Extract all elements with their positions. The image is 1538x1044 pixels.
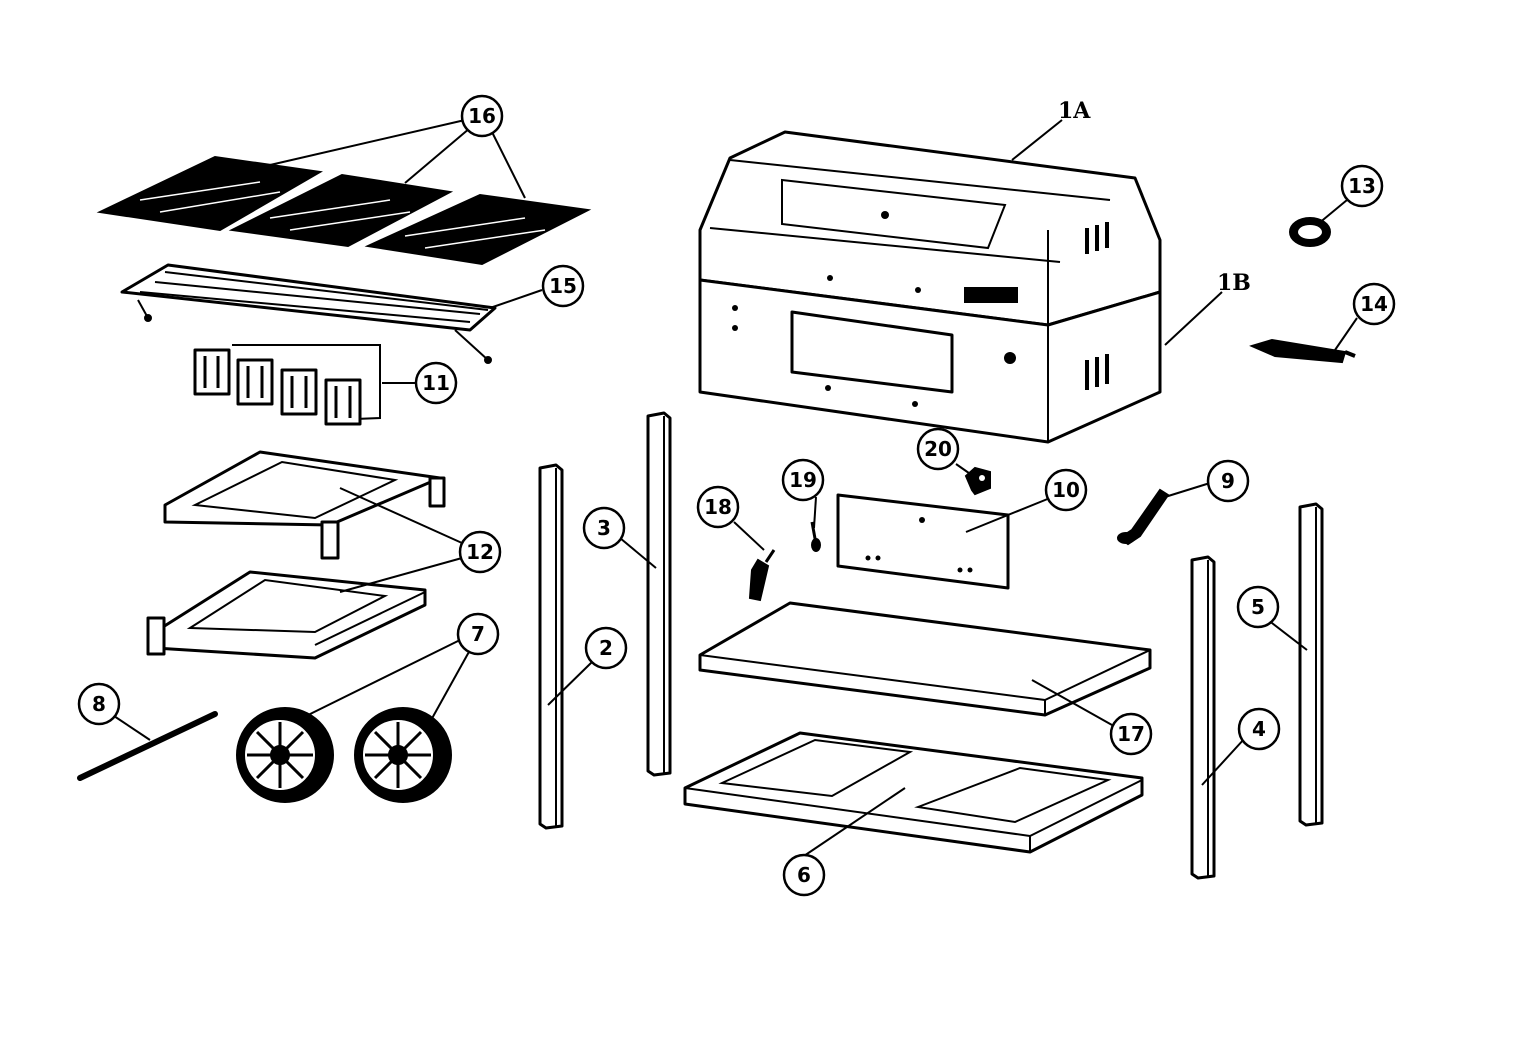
callout-10-text: 10 — [1052, 478, 1080, 502]
callout-17-text: 17 — [1117, 722, 1145, 746]
side-shelf-lower — [146, 570, 427, 660]
wheels — [236, 707, 452, 803]
leg-5 — [1298, 502, 1324, 827]
callout-16: 16 — [460, 94, 504, 138]
control-panel — [836, 493, 1010, 590]
callout-5: 5 — [1236, 585, 1280, 629]
leg-3 — [646, 411, 672, 777]
cooking-grates — [96, 155, 592, 266]
callout-6: 6 — [782, 853, 826, 897]
callout-14: 14 — [1352, 282, 1396, 326]
base-shelf — [683, 731, 1144, 854]
callout-3: 3 — [582, 506, 626, 550]
callout-6-text: 6 — [797, 863, 811, 887]
callout-10: 10 — [1044, 468, 1088, 512]
leg-2 — [538, 463, 564, 830]
callout-4-text: 4 — [1252, 717, 1266, 741]
igniter — [810, 521, 821, 552]
callout-20-text: 20 — [924, 437, 952, 461]
callout-19-text: 19 — [789, 468, 817, 492]
leg-4 — [1190, 555, 1216, 880]
callout-12: 12 — [458, 530, 502, 574]
callout-18-text: 18 — [704, 495, 732, 519]
callout-12-text: 12 — [466, 540, 494, 564]
label-1a: 1A — [1058, 98, 1091, 124]
callout-18: 18 — [696, 485, 740, 529]
callout-9-text: 9 — [1221, 469, 1235, 493]
callout-8-text: 8 — [92, 692, 106, 716]
callout-15-text: 15 — [549, 274, 577, 298]
callout-7: 7 — [456, 612, 500, 656]
callout-13-text: 13 — [1348, 174, 1376, 198]
callout-14-text: 14 — [1360, 292, 1388, 316]
axle — [77, 711, 218, 781]
control-knob — [1289, 217, 1331, 247]
callout-15: 15 — [541, 264, 585, 308]
handle — [1249, 338, 1356, 364]
callout-16-text: 16 — [468, 104, 496, 128]
callout-20: 20 — [916, 427, 960, 471]
leader-lines — [113, 119, 1358, 863]
bottom-tray — [698, 601, 1152, 717]
grill-head — [698, 130, 1162, 444]
callout-2-text: 2 — [599, 636, 613, 660]
burner-tube — [1117, 488, 1170, 546]
bracket — [964, 466, 991, 496]
callout-3-text: 3 — [597, 516, 611, 540]
callout-11-text: 11 — [422, 371, 450, 395]
side-shelf-upper — [163, 450, 446, 560]
callout-9: 9 — [1206, 459, 1250, 503]
callout-7-text: 7 — [471, 622, 485, 646]
callout-4: 4 — [1237, 707, 1281, 751]
callout-5-text: 5 — [1251, 595, 1265, 619]
callout-13: 13 — [1340, 164, 1384, 208]
label-1b: 1B — [1217, 270, 1251, 296]
callout-19: 19 — [781, 458, 825, 502]
callout-11: 11 — [414, 361, 458, 405]
callout-2: 2 — [584, 626, 628, 670]
callout-8: 8 — [77, 682, 121, 726]
callout-17: 17 — [1109, 712, 1153, 756]
warming-rack — [120, 263, 497, 364]
heat-plates — [193, 344, 381, 426]
igniter-button — [748, 549, 776, 602]
